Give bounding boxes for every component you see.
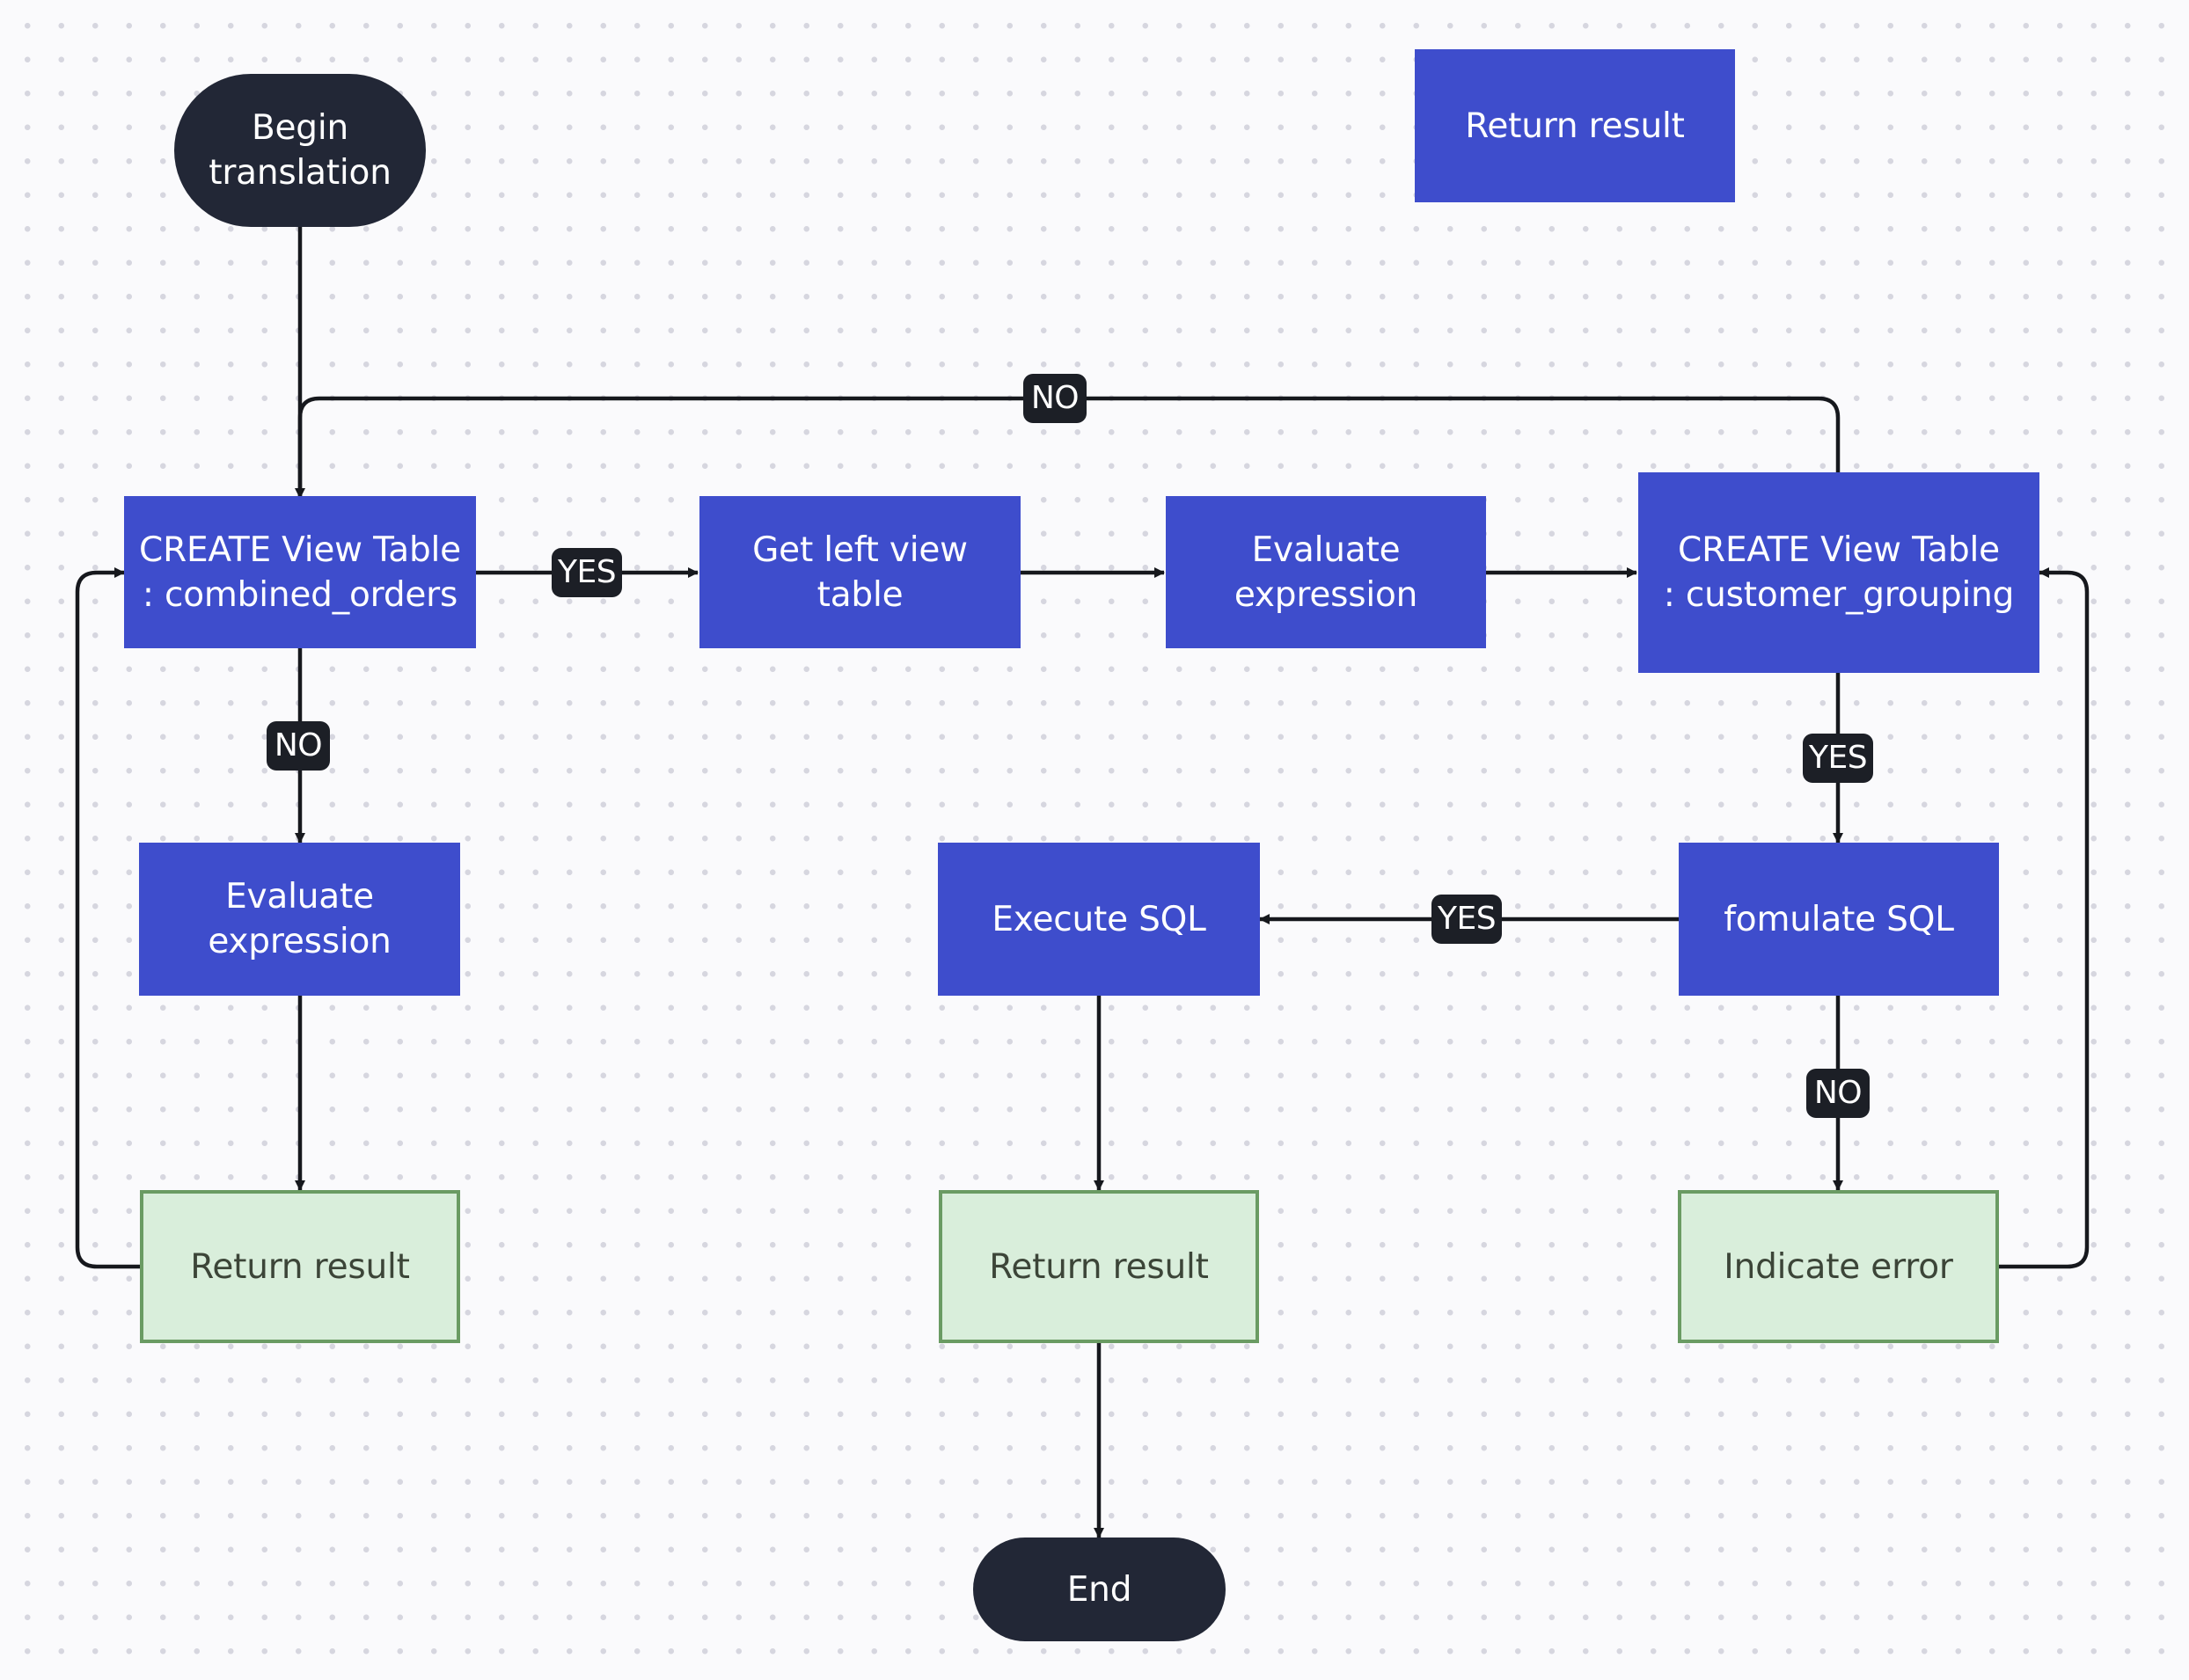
evaluate-expression-label: Evaluate expression — [1234, 530, 1418, 615]
begin-terminal[interactable]: Begin translation — [174, 74, 426, 227]
execute-sql-node[interactable]: Execute SQL — [938, 843, 1260, 996]
edge-label-formulate-to-error-no: NO — [1806, 1069, 1870, 1118]
create-view-combined-orders-node[interactable]: CREATE View Table : combined_orders — [124, 496, 476, 648]
edge-label-customer-to-formulate-yes: YES — [1803, 734, 1873, 783]
create-view-combined-orders-label: CREATE View Table : combined_orders — [139, 530, 461, 615]
return-result-mid-label: Return result — [989, 1246, 1209, 1287]
edge-label-formulate-to-execute-yes: YES — [1431, 895, 1502, 944]
begin-label: Begin translation — [209, 108, 392, 193]
end-label: End — [1066, 1569, 1132, 1610]
get-left-view-table-label: Get left view table — [752, 530, 968, 615]
return-result-mid-node[interactable]: Return result — [939, 1190, 1259, 1343]
formulate-sql-label: fomulate SQL — [1724, 899, 1954, 939]
indicate-error-node[interactable]: Indicate error — [1678, 1190, 1999, 1343]
edge-error-to-customer — [1997, 567, 2090, 1269]
execute-sql-label: Execute SQL — [992, 899, 1206, 939]
evaluate-expression-node[interactable]: Evaluate expression — [1166, 496, 1486, 648]
return-result-standalone-node[interactable]: Return result — [1415, 49, 1735, 202]
return-result-standalone-label: Return result — [1465, 106, 1685, 146]
edge-label-combined-to-evaluate-no: NO — [267, 721, 330, 771]
indicate-error-label: Indicate error — [1724, 1246, 1953, 1287]
return-result-left-node[interactable]: Return result — [140, 1190, 460, 1343]
create-view-customer-grouping-node[interactable]: CREATE View Table : customer_grouping — [1638, 472, 2039, 673]
evaluate-expression-left-label: Evaluate expression — [208, 877, 392, 961]
edge-return-left-to-combined — [75, 567, 142, 1269]
edge-label-combined-to-get-left-yes: YES — [552, 548, 622, 597]
formulate-sql-node[interactable]: fomulate SQL — [1679, 843, 1999, 996]
create-view-customer-grouping-label: CREATE View Table : customer_grouping — [1663, 530, 2015, 615]
end-terminal[interactable]: End — [973, 1538, 1226, 1641]
get-left-view-table-node[interactable]: Get left view table — [699, 496, 1021, 648]
return-result-left-label: Return result — [190, 1246, 410, 1287]
edge-label-top-loop-no: NO — [1023, 374, 1087, 423]
evaluate-expression-left-node[interactable]: Evaluate expression — [139, 843, 460, 996]
